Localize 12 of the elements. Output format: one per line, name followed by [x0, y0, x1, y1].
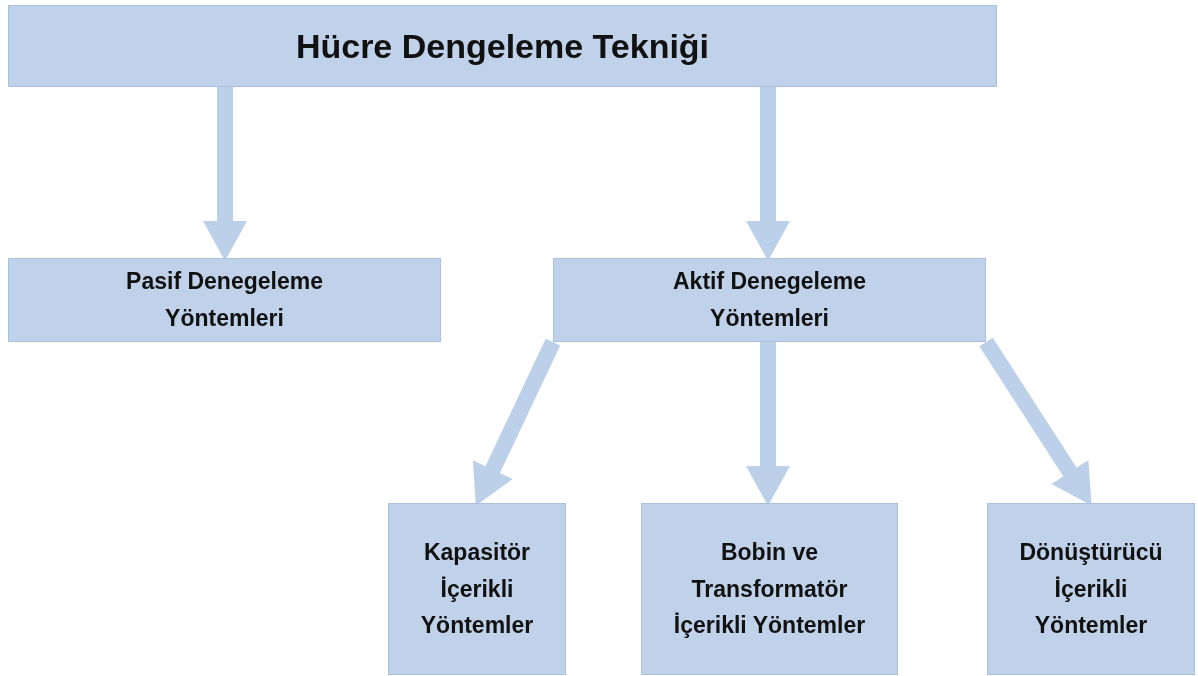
process-box	[8, 258, 441, 342]
process-box	[8, 5, 997, 87]
process-box	[641, 503, 898, 675]
process-box	[987, 503, 1195, 675]
box-label: Bobin ve Transformatör İçerikli Yöntemler	[672, 537, 867, 641]
box-label: Aktif Denegeleme Yöntemleri	[672, 267, 867, 333]
box-label: Dönüştürücü İçerikli Yöntemler	[1018, 537, 1164, 641]
box-label: Pasif Denegeleme Yöntemleri	[125, 267, 324, 333]
process-box	[388, 503, 566, 675]
process-box	[553, 258, 986, 342]
box-label: Kapasitör İçerikli Yöntemler	[419, 537, 535, 641]
box-label: Hücre Dengeleme Tekniği	[295, 25, 710, 67]
